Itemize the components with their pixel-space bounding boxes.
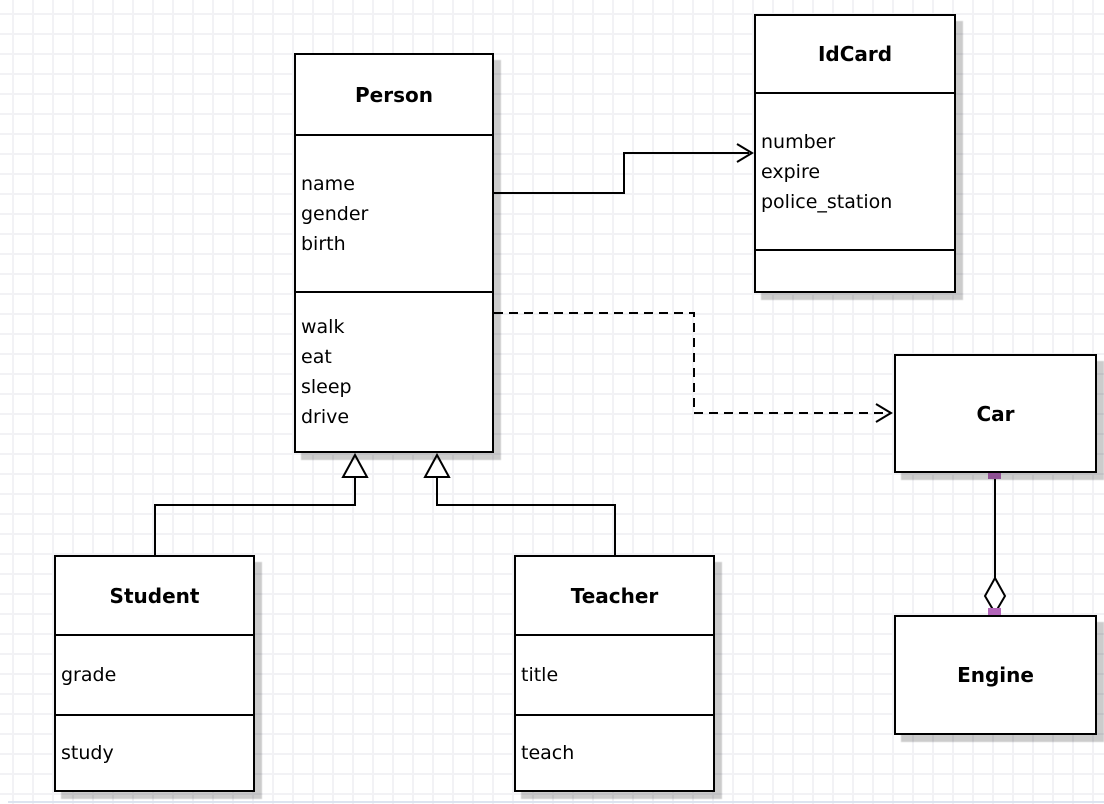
class-idcard-attributes: number expire police_station: [756, 94, 954, 251]
class-person-title: Person: [296, 55, 492, 136]
class-student[interactable]: Student grade study: [54, 555, 255, 792]
class-idcard-title: IdCard: [756, 16, 954, 94]
class-person[interactable]: Person name gender birth walk eat sleep …: [294, 53, 494, 453]
class-engine-title: Engine: [957, 663, 1034, 687]
method: walk: [301, 316, 345, 338]
class-person-attributes: name gender birth: [296, 136, 492, 293]
aggregation-car-engine[interactable]: [983, 466, 1007, 621]
class-idcard-methods: [756, 251, 954, 291]
generalization-student-person[interactable]: [154, 452, 369, 555]
attribute: police_station: [761, 190, 893, 213]
open-arrowhead: [736, 143, 754, 163]
association-person-idcard[interactable]: [494, 143, 754, 194]
class-idcard[interactable]: IdCard number expire police_station: [754, 14, 956, 293]
class-student-methods: study: [56, 716, 253, 790]
class-student-attributes: grade: [56, 636, 253, 716]
class-teacher-title: Teacher: [516, 557, 713, 636]
hollow-triangle-arrowhead: [341, 452, 369, 478]
method: eat: [301, 346, 332, 368]
class-student-title: Student: [56, 557, 253, 636]
class-car[interactable]: Car: [894, 354, 1097, 473]
class-engine[interactable]: Engine: [894, 615, 1097, 735]
attribute: name: [301, 172, 355, 195]
method: drive: [301, 406, 350, 428]
attribute: gender: [301, 202, 369, 225]
attribute: number: [761, 130, 836, 153]
class-car-title: Car: [976, 401, 1015, 426]
attribute: title: [521, 664, 559, 686]
generalization-teacher-person[interactable]: [423, 452, 616, 555]
class-teacher-attributes: title: [516, 636, 713, 716]
attribute: birth: [301, 232, 346, 255]
class-teacher-methods: teach: [516, 716, 713, 790]
class-teacher[interactable]: Teacher title teach: [514, 555, 715, 792]
hollow-triangle-arrowhead: [423, 452, 451, 478]
attribute: grade: [61, 664, 117, 686]
method: study: [61, 742, 114, 764]
hollow-diamond: [983, 575, 1007, 615]
class-person-methods: walk eat sleep drive: [296, 293, 492, 451]
method: teach: [521, 742, 575, 764]
page-boundary-line: [8, 801, 1104, 803]
open-arrowhead: [875, 403, 893, 423]
dependency-person-car[interactable]: [494, 312, 893, 423]
method: sleep: [301, 376, 352, 398]
attribute: expire: [761, 160, 821, 183]
